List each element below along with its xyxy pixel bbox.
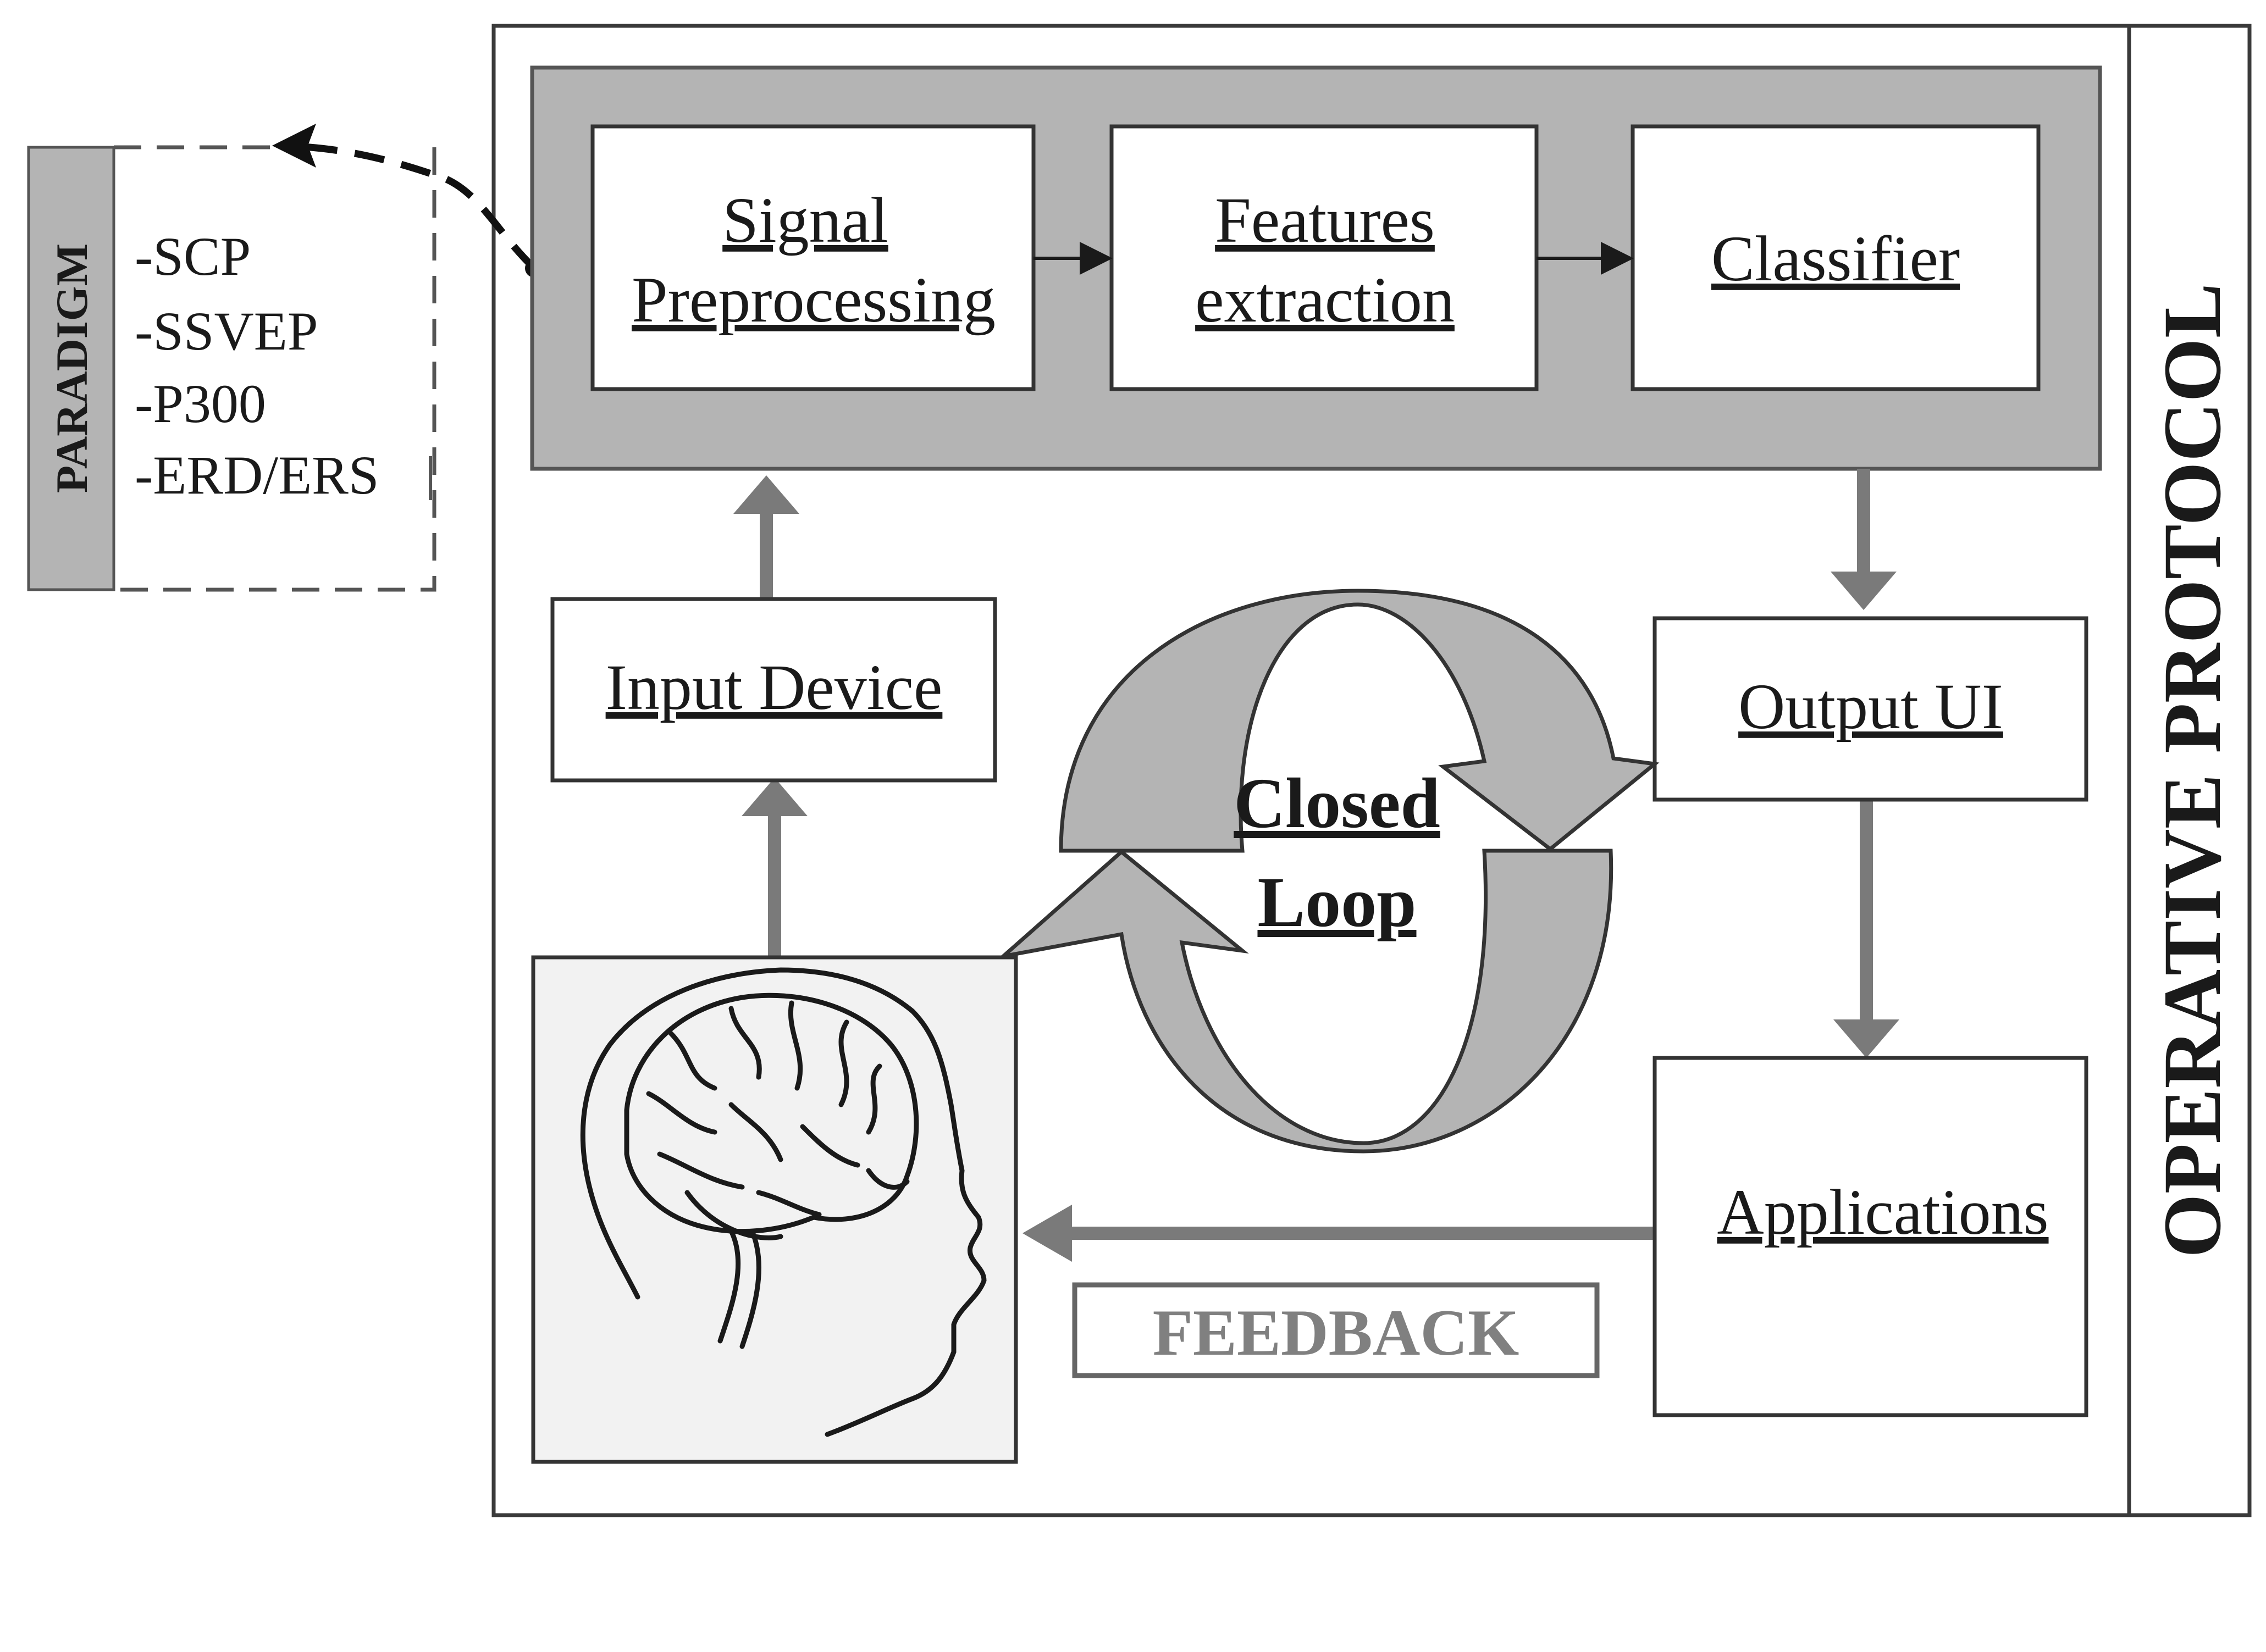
paradigm-connector — [280, 142, 537, 271]
arrow-output-to-applications — [1833, 800, 1899, 1058]
output-ui-label: Output UI — [1738, 670, 2003, 742]
signal-preprocessing-box — [590, 124, 1036, 391]
paradigm-tab — [27, 146, 115, 591]
features-extraction-box — [1109, 124, 1539, 391]
operative-protocol-label: OPERATIVE PROTOCOL — [2147, 283, 2238, 1258]
features-extraction-label-1: Features — [1215, 184, 1435, 256]
applications-label: Applications — [1717, 1176, 2048, 1248]
classifier-label: Classifier — [1711, 223, 1960, 295]
classifier-box — [1631, 124, 2041, 391]
arrow-panel-to-output — [1831, 469, 1897, 610]
paradigm-title: PARADIGM — [47, 243, 97, 493]
head-panel — [531, 955, 1018, 1464]
arrow-head-to-input — [742, 778, 808, 957]
signal-preprocessing-label-2: Preprocessing — [632, 264, 996, 336]
output-ui-box — [1652, 616, 2088, 802]
closed-loop-label-2: Loop — [1257, 863, 1416, 942]
signal-preprocessing-label-1: Signal — [722, 184, 888, 256]
paradigm-item-erd-ers: -ERD/ERS — [135, 445, 379, 506]
input-device-box — [550, 597, 997, 783]
paradigm-dashed-box — [114, 145, 436, 592]
paradigm-item-p300: -P300 — [135, 373, 266, 434]
paradigm-item-scp: -SCP — [135, 226, 251, 287]
paradigm-item-ssvep: -SSVEP — [135, 301, 318, 362]
feedback-arrow — [1023, 1205, 1655, 1262]
input-device-label: Input Device — [606, 651, 943, 723]
connector-arrowhead — [272, 124, 316, 168]
head-brain-illustration — [580, 967, 987, 1437]
feedback-label: FEEDBACK — [1153, 1296, 1519, 1369]
arrow-input-to-panel — [733, 475, 799, 599]
closed-loop-arrow-upper — [1059, 589, 1660, 853]
features-extraction-label-2: extraction — [1195, 264, 1455, 336]
operative-protocol-frame — [491, 24, 2252, 1517]
closed-loop-arrow-lower — [997, 849, 1613, 1154]
closed-loop-label-1: Closed — [1234, 764, 1440, 843]
feedback-box — [1072, 1282, 1600, 1378]
applications-box — [1652, 1056, 2088, 1417]
